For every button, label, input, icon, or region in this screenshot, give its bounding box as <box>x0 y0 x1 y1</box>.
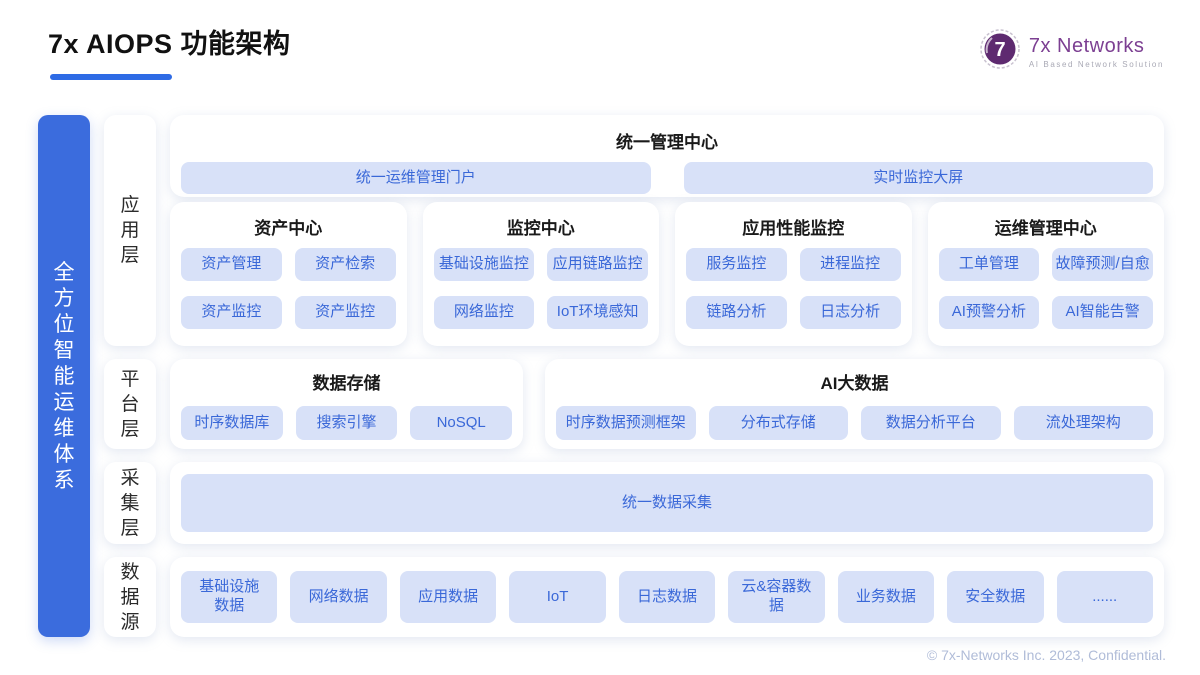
card-title: AI大数据 <box>820 374 889 393</box>
main-diagram-column: 统一管理中心 统一运维管理门户 实时监控大屏 资产中心 资产管理 资产检索 资产… <box>170 115 1164 637</box>
pill-infra-data: 基础设施数据 <box>181 571 278 623</box>
title-block: 7x AIOPS 功能架构 <box>38 22 291 80</box>
group-card-apm: 应用性能监控 服务监控 进程监控 链路分析 日志分析 <box>675 202 912 346</box>
pill-distributed-storage: 分布式存储 <box>708 406 848 440</box>
pill-unified-data-collection: 统一数据采集 <box>181 474 1153 532</box>
logo-text: 7x Networks AI Based Network Solution <box>1029 35 1164 69</box>
pill-asset-search: 资产检索 <box>294 248 396 281</box>
layer-label-platform: 平台层 <box>104 359 156 449</box>
pill-search-engine: 搜索引擎 <box>295 406 398 440</box>
pill-process-monitor: 进程监控 <box>799 248 901 281</box>
pill-asset-monitor-1: 资产监控 <box>181 296 282 329</box>
pill-ticket-management: 工单管理 <box>938 248 1040 281</box>
pill-network-monitor: 网络监控 <box>433 296 535 329</box>
pill-trace-analysis: 链路分析 <box>686 296 787 329</box>
layer-label-datasource: 数据源 <box>104 557 156 637</box>
copyright-notice: © 7x-Networks Inc. 2023, Confidential. <box>926 647 1166 663</box>
card-title: 资产中心 <box>254 219 323 238</box>
pill-iot-env-sense: IoT环境感知 <box>547 296 648 329</box>
pill-infra-monitor: 基础设施监控 <box>433 248 535 281</box>
pill-asset-monitor-2: 资产监控 <box>294 296 396 329</box>
title-underline <box>50 74 172 80</box>
7x-networks-logo-icon: 7 <box>979 28 1021 75</box>
pill-app-link-monitor: 应用链路监控 <box>547 248 648 281</box>
platform-layer-groups: 数据存储 时序数据库 搜索引擎 NoSQL AI大数据 时序数据预测框架 分布式… <box>170 359 1164 449</box>
pill-ops-portal: 统一运维管理门户 <box>181 162 651 194</box>
vertical-banner: 全方位智能运维体系 <box>38 115 90 637</box>
pill-more-ellipsis: ...... <box>1056 571 1153 623</box>
card-title: 统一管理中心 <box>616 133 718 152</box>
pill-nosql: NoSQL <box>410 406 513 440</box>
application-layer-groups: 资产中心 资产管理 资产检索 资产监控 资产监控 监控中心 基础设施监控 应用链… <box>170 202 1164 346</box>
layer-label-collection: 采集层 <box>104 462 156 544</box>
layer-labels: 应用层 平台层 采集层 数据源 <box>104 115 156 637</box>
card-unified-management: 统一管理中心 统一运维管理门户 实时监控大屏 <box>170 115 1164 197</box>
company-logo: 7 7x Networks AI Based Network Solution <box>979 28 1164 75</box>
pill-stream-processing: 流处理架构 <box>1013 406 1153 440</box>
pill-cloud-container-data: 云&容器数据 <box>728 571 825 623</box>
card-unified-collection: 统一数据采集 <box>170 462 1164 544</box>
pill-log-data: 日志数据 <box>618 571 716 623</box>
card-title: 运维管理中心 <box>994 219 1097 238</box>
card-title: 应用性能监控 <box>742 219 845 238</box>
page-title: 7x AIOPS 功能架构 <box>48 29 291 59</box>
pill-log-analysis: 日志分析 <box>799 296 901 329</box>
logo-brand: 7x Networks <box>1028 34 1145 57</box>
pill-iot: IoT <box>509 571 606 623</box>
header: 7x AIOPS 功能架构 7 7x Networks AI Based Net… <box>38 22 1164 96</box>
group-card-data-storage: 数据存储 时序数据库 搜索引擎 NoSQL <box>170 359 523 449</box>
pill-realtime-dashboard: 实时监控大屏 <box>683 162 1153 194</box>
unified-management-pills: 统一运维管理门户 实时监控大屏 <box>181 162 1153 194</box>
pill-service-monitor: 服务监控 <box>686 248 787 281</box>
svg-text:7: 7 <box>994 39 1005 61</box>
layer-label-application: 应用层 <box>104 115 156 346</box>
architecture-diagram: 全方位智能运维体系 应用层 平台层 采集层 数据源 统一管理中心 统一运维管理门… <box>38 115 1164 637</box>
group-card-asset-center: 资产中心 资产管理 资产检索 资产监控 资产监控 <box>170 202 407 346</box>
group-card-ops-management: 运维管理中心 工单管理 故障预测/自愈 AI预警分析 AI智能告警 <box>927 202 1164 346</box>
pill-app-data: 应用数据 <box>399 571 497 623</box>
pill-business-data: 业务数据 <box>837 571 935 623</box>
group-card-monitor-center: 监控中心 基础设施监控 应用链路监控 网络监控 IoT环境感知 <box>422 202 659 346</box>
pill-asset-management: 资产管理 <box>181 248 282 281</box>
pill-security-data: 安全数据 <box>947 571 1044 623</box>
pill-data-analysis-platform: 数据分析平台 <box>861 406 1001 440</box>
pill-timeseries-db: 时序数据库 <box>181 406 283 440</box>
pill-fault-predict-selfheal: 故障预测/自愈 <box>1052 248 1153 281</box>
pill-network-data: 网络数据 <box>290 571 387 623</box>
card-data-sources: 基础设施数据 网络数据 应用数据 IoT 日志数据 云&容器数据 业务数据 安全… <box>170 557 1164 637</box>
group-card-ai-bigdata: AI大数据 时序数据预测框架 分布式存储 数据分析平台 流处理架构 <box>545 359 1164 449</box>
pill-ts-forecast-framework: 时序数据预测框架 <box>556 406 696 440</box>
pill-ai-alert-analysis: AI预警分析 <box>938 296 1040 329</box>
pill-ai-smart-alerting: AI智能告警 <box>1052 296 1153 329</box>
card-title: 数据存储 <box>312 374 381 393</box>
card-title: 监控中心 <box>506 219 575 238</box>
logo-tagline: AI Based Network Solution <box>1028 59 1164 69</box>
